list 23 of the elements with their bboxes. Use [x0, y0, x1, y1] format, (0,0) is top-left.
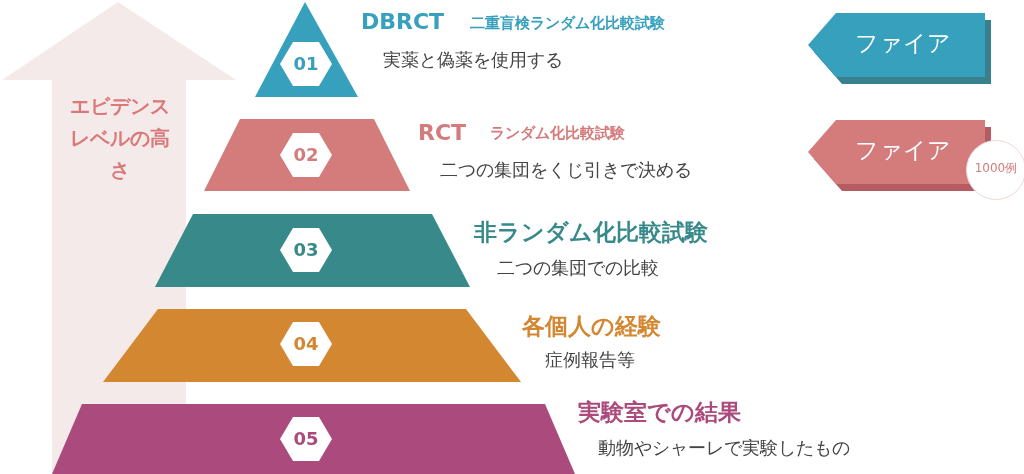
level-subtitle: ランダム化比較試験: [490, 125, 625, 142]
number-hexagon: 03: [280, 228, 332, 272]
level-description: 症例報告等: [545, 350, 635, 370]
number-hexagon: 05: [280, 417, 332, 461]
level-title: 実験室での結果: [578, 400, 741, 426]
pyramid-tier: [103, 309, 521, 382]
level-subtitle: 二重盲検ランダム化比較試験: [470, 15, 665, 32]
level-title: DBRCT: [361, 10, 445, 35]
level-description: 二つの集団をくじ引きで決める: [440, 160, 692, 180]
pyramid-tier: [204, 119, 410, 191]
pyramid-top: [255, 2, 358, 97]
number-hexagon: 02: [280, 133, 332, 177]
number-hexagon: 04: [280, 322, 332, 366]
level-description: 動物やシャーレで実験したもの: [598, 438, 850, 458]
level-title: RCT: [418, 121, 467, 146]
number-hexagon: 01: [280, 42, 332, 86]
pyramid-tier: [52, 404, 575, 474]
level-description: 二つの集団での比較: [497, 258, 659, 278]
pyramid-tier: [155, 214, 470, 287]
level-title: 各個人の経験: [522, 314, 661, 340]
level-description: 実薬と偽薬を使用する: [383, 50, 563, 70]
count-badge: 1000例: [966, 140, 1024, 200]
level-title: 非ランダム化比較試験: [474, 220, 708, 246]
